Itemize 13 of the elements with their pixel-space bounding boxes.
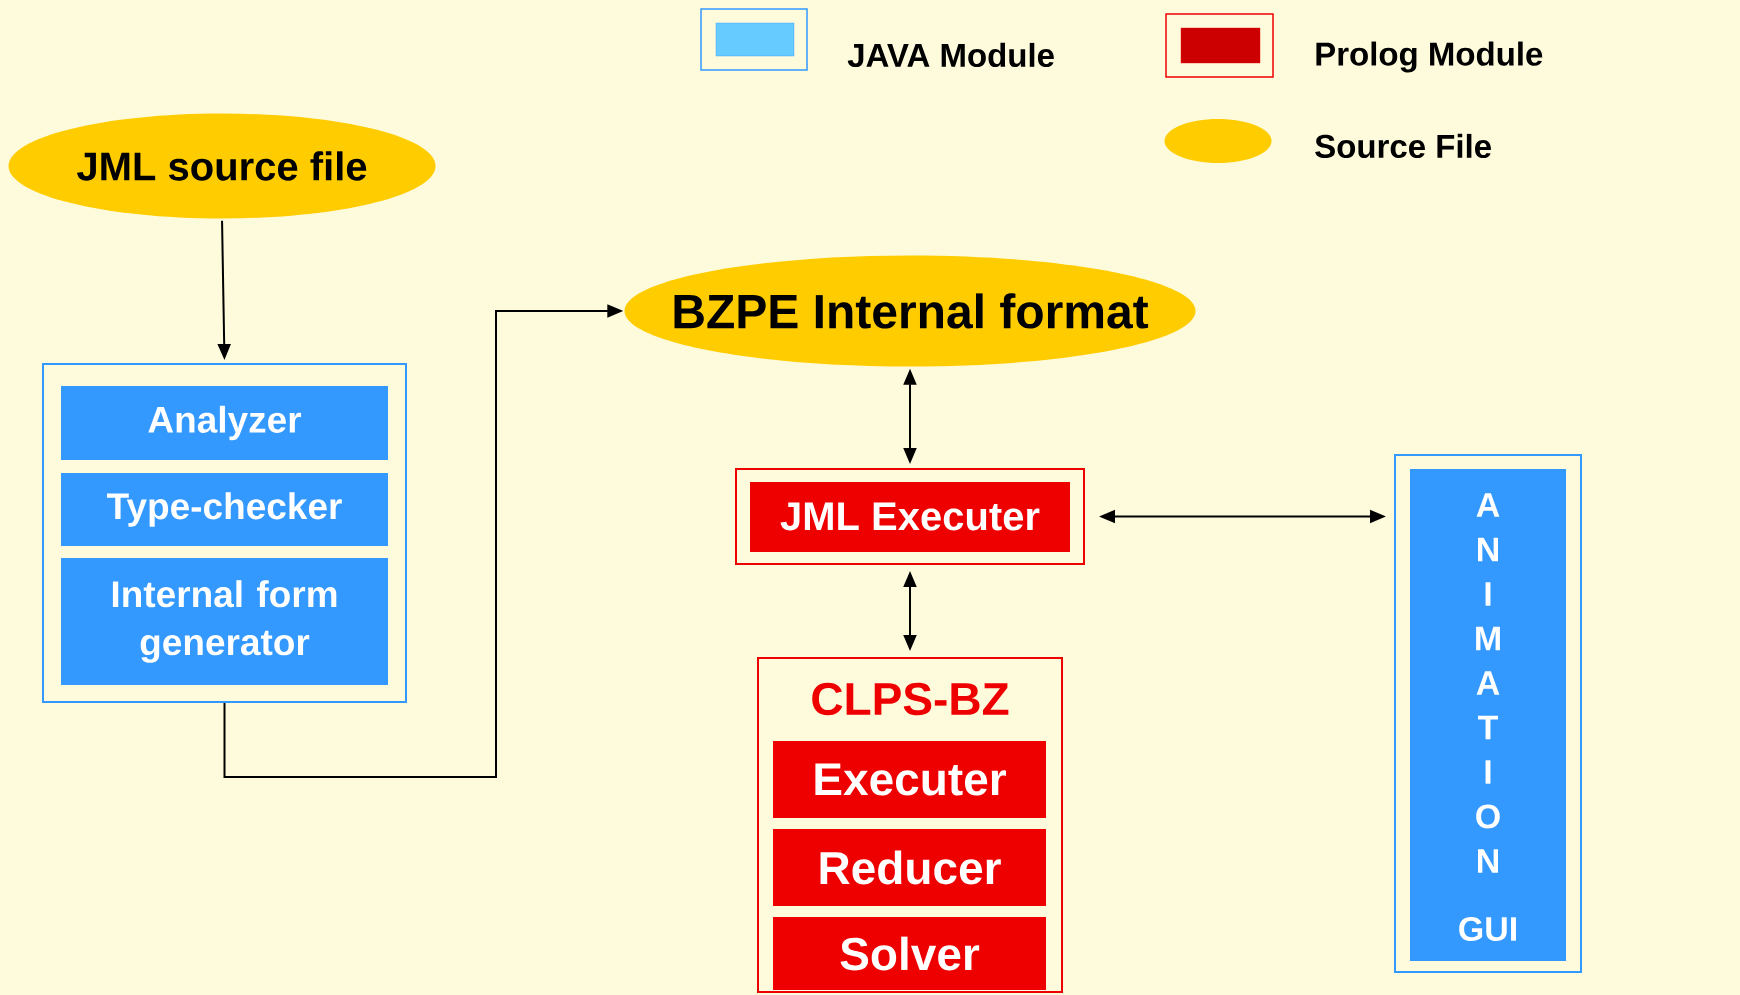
- legend-label: Prolog Module: [1316, 41, 1543, 73]
- gui-panel: A N I M A T I O N GUI: [1394, 454, 1582, 973]
- module-frame: [42, 363, 407, 703]
- module-box: Reducer: [773, 829, 1046, 906]
- module-box: Analyzer: [61, 386, 388, 460]
- node-label: Solver: [840, 936, 980, 971]
- legend-label: JAVA Module: [847, 42, 1054, 68]
- legend-label: Source File: [1315, 133, 1491, 159]
- module-box: Executer: [773, 741, 1046, 818]
- module-box: Internal form generator: [61, 558, 388, 685]
- module-box: Solver: [773, 917, 1046, 990]
- module-box: Type-checker: [61, 473, 388, 546]
- module-box: JML Executer: [735, 468, 1085, 565]
